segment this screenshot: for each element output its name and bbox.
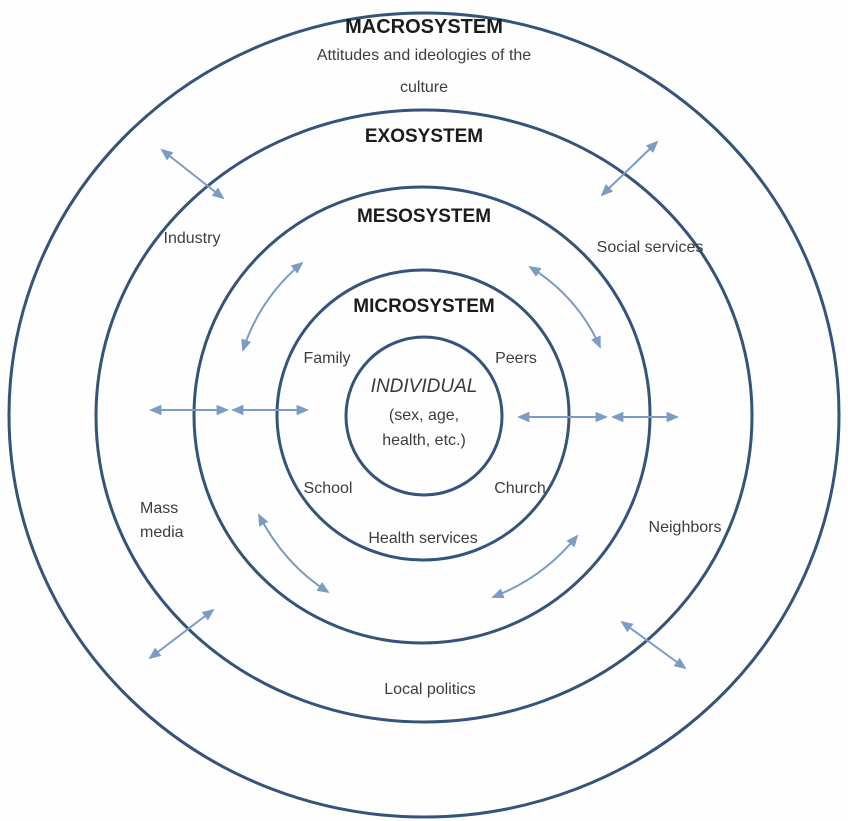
- neighbors-label: Neighbors: [649, 519, 722, 536]
- mass-media-label-line2: media: [140, 524, 184, 541]
- mass-media-label-line1: Mass: [140, 500, 178, 517]
- family-label: Family: [303, 350, 350, 367]
- school-label: School: [304, 480, 353, 497]
- arrow-macro-exo-top-left: [160, 148, 225, 200]
- health-services-label: Health services: [368, 530, 477, 547]
- macrosystem-description-line1: Attitudes and ideologies of the: [317, 47, 531, 64]
- arrow-meso-micro-top-right: [528, 265, 601, 349]
- social-services-label: Social services: [597, 239, 704, 256]
- individual-description-line1: (sex, age,: [389, 407, 459, 424]
- individual-label: INDIVIDUAL: [371, 376, 478, 397]
- peers-label: Peers: [495, 350, 537, 367]
- macrosystem-label: MACROSYSTEM: [345, 16, 503, 38]
- macrosystem-description-line2: culture: [400, 79, 448, 96]
- macrosystem-circle: [7, 11, 841, 819]
- exosystem-circle: [94, 108, 754, 724]
- arrow-macro-exo-top-right: [600, 140, 659, 197]
- arrow-macro-exo-bottom-right: [620, 620, 687, 670]
- arrow-meso-micro-bottom-right: [491, 534, 579, 599]
- local-politics-label: Local politics: [384, 681, 476, 698]
- arrow-meso-micro-top-left: [241, 261, 304, 352]
- microsystem-label: MICROSYSTEM: [353, 296, 494, 317]
- exosystem-label: EXOSYSTEM: [365, 126, 483, 147]
- arrow-meso-micro-bottom-left: [258, 513, 330, 594]
- individual-circle: [344, 335, 504, 497]
- mesosystem-label: MESOSYSTEM: [357, 206, 491, 227]
- church-label: Church: [494, 480, 546, 497]
- individual-description-line2: health, etc.): [382, 432, 466, 449]
- arrow-macro-exo-bottom-left: [148, 608, 215, 660]
- industry-label: Industry: [164, 230, 221, 247]
